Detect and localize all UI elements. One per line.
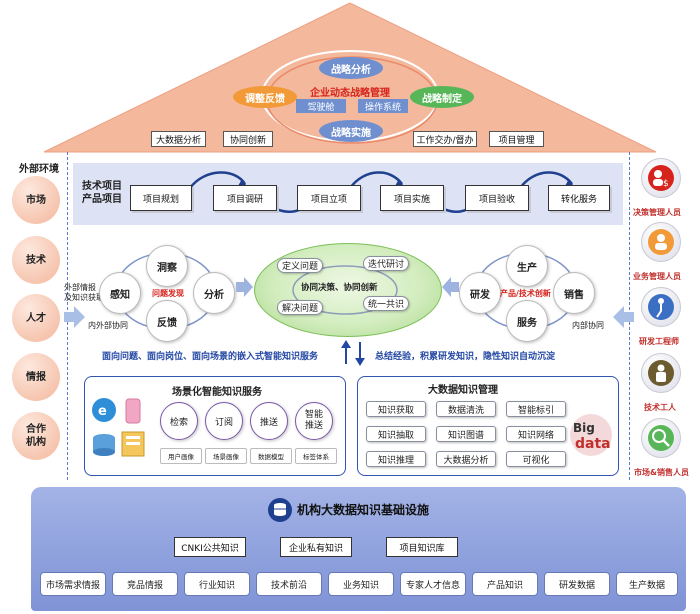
- right-label-sales: 市场&销售人员: [634, 468, 689, 477]
- process-label: 技术项目 产品项目: [82, 181, 122, 205]
- bigdata-item-graph: 知识图谱: [436, 426, 496, 442]
- cockpit-box: 驾驶舱: [296, 99, 346, 113]
- process-step-1: 项目规划: [130, 185, 192, 211]
- svg-text:e: e: [98, 404, 107, 419]
- foundation-item-8: 研发数据: [544, 572, 610, 596]
- scene-panel-title: 场景化智能知识服务: [172, 387, 262, 398]
- scene-tag-scene-profile: 场景画像: [205, 448, 247, 464]
- define-problem-box: 定义问题: [277, 258, 323, 273]
- left-item-market: 市场: [12, 176, 60, 224]
- unify-consensus-box: 统一共识: [363, 296, 409, 311]
- engineer-icon: [641, 287, 681, 327]
- foundation-item-6: 专家人才信息: [400, 572, 466, 596]
- database-icon: [268, 498, 292, 522]
- banner-right: 总结经验，积累研发知识，隐性知识自动沉淀: [375, 352, 556, 362]
- scene-tag-label-system: 标签体系: [295, 448, 337, 464]
- svg-text:Big: Big: [573, 421, 595, 435]
- right-label-technician: 技术工人: [644, 403, 676, 412]
- left-item-talent: 人才: [12, 294, 60, 342]
- decision-manager-icon: $: [641, 158, 681, 198]
- business-manager-icon: [641, 222, 681, 262]
- left-item-intelligence: 情报: [12, 353, 60, 401]
- operating-system-box: 操作系统: [358, 99, 408, 113]
- process-step-6: 转化服务: [548, 185, 610, 211]
- big-data-analysis-box: 大数据分析: [151, 131, 206, 147]
- bigdata-item-visualize: 可视化: [506, 451, 566, 467]
- process-step-5: 项目验收: [465, 185, 529, 211]
- process-step-4: 项目实施: [380, 185, 444, 211]
- process-step-3: 项目立项: [297, 185, 361, 211]
- roof-center-title: 企业动态战略管理: [310, 88, 390, 99]
- bigdata-panel-title: 大数据知识管理: [428, 385, 498, 396]
- collab-innovation-box: 协同创新: [223, 131, 273, 147]
- strategy-analysis-oval: 战略分析: [319, 57, 383, 79]
- left-arrow-icon: [613, 306, 634, 328]
- right-label-engineer: 研发工程师: [639, 337, 679, 346]
- center-oval-center: 协同决策、协同创新: [301, 283, 378, 293]
- left-item-partner: 合作 机构: [12, 412, 60, 460]
- foundation-title: 机构大数据知识基础设施: [297, 503, 430, 517]
- foundation-item-9: 生产数据: [616, 572, 678, 596]
- left-cycle-insight: 洞察: [146, 245, 188, 287]
- foundation-item-1: 市场需求情报: [40, 572, 106, 596]
- solve-problem-box: 解决问题: [277, 300, 323, 315]
- left-cycle-feedback: 反馈: [146, 300, 188, 342]
- svg-text:data: data: [575, 436, 611, 452]
- strategy-implementation-oval: 战略实施: [319, 120, 383, 142]
- iterate-discussion-box: 迭代研讨: [363, 256, 409, 271]
- center-oval-cycle: [292, 265, 398, 315]
- right-arrow-icon: [64, 306, 85, 328]
- cnki-knowledge-box: CNKI公共知识: [174, 537, 246, 557]
- external-note: 外部情报 及知识获取: [64, 283, 104, 302]
- big-data-logo: Big data: [570, 414, 612, 456]
- left-cycle-perceive: 感知: [99, 272, 141, 314]
- foundation-item-5: 业务知识: [328, 572, 394, 596]
- bigdata-item-index: 智能标引: [506, 401, 566, 417]
- foundation-item-3: 行业知识: [184, 572, 250, 596]
- scene-tag-data-model: 数据模型: [250, 448, 292, 464]
- right-cycle-note: 内部协同: [572, 321, 604, 330]
- strategy-formulation-oval: 战略制定: [410, 86, 474, 108]
- bigdata-item-network: 知识网络: [506, 426, 566, 442]
- foundation-item-2: 竞品情报: [112, 572, 178, 596]
- arrow-right-to-center-icon: [236, 277, 253, 297]
- private-knowledge-box: 企业私有知识: [280, 537, 352, 557]
- left-cycle-analyze: 分析: [193, 272, 235, 314]
- bigdata-item-extract: 知识抽取: [366, 426, 426, 442]
- arrow-left-to-center-icon: [442, 277, 459, 297]
- up-down-arrows-icon: [341, 340, 365, 366]
- right-cycle-production: 生产: [506, 245, 548, 287]
- bigdata-item-clean: 数据清洗: [436, 401, 496, 417]
- svg-text:$: $: [663, 179, 669, 189]
- right-cycle-center: 产品/技术创新: [500, 289, 551, 298]
- bigdata-item-analysis: 大数据分析: [436, 451, 496, 467]
- scene-app-icons: e: [92, 398, 145, 457]
- scene-push-circle: 推送: [250, 402, 288, 440]
- sales-icon: [641, 418, 681, 458]
- scene-search-circle: 检索: [160, 402, 198, 440]
- technician-icon: [641, 353, 681, 393]
- banner-left: 面向问题、面向岗位、面向场景的嵌入式智能知识服务: [102, 352, 319, 362]
- scene-tag-user-profile: 用户画像: [160, 448, 202, 464]
- scene-smart-push-circle: 智能 推送: [295, 402, 333, 440]
- left-cycle-center: 问题发现: [152, 289, 184, 298]
- right-cycle-sales: 销售: [553, 272, 595, 314]
- bigdata-item-reasoning: 知识推理: [366, 451, 426, 467]
- project-management-box: 项目管理: [489, 131, 544, 147]
- external-env-title: 外部环境: [19, 164, 59, 175]
- left-cycle-note: 内外部协同: [88, 321, 128, 330]
- foundation-item-7: 产品知识: [472, 572, 538, 596]
- project-knowledge-box: 项目知识库: [386, 537, 458, 557]
- foundation-item-4: 技术前沿: [256, 572, 322, 596]
- right-cycle-service: 服务: [506, 300, 548, 342]
- process-step-2: 项目调研: [213, 185, 277, 211]
- work-supervision-box: 工作交办/督办: [413, 131, 477, 147]
- right-cycle-rnd: 研发: [459, 272, 501, 314]
- adjust-feedback-oval: 调整反馈: [233, 86, 297, 108]
- left-item-technology: 技术: [12, 236, 60, 284]
- right-label-decision: 决策管理人员: [633, 208, 681, 217]
- scene-subscribe-circle: 订阅: [205, 402, 243, 440]
- bigdata-item-acquire: 知识获取: [366, 401, 426, 417]
- right-label-business: 业务管理人员: [633, 272, 681, 281]
